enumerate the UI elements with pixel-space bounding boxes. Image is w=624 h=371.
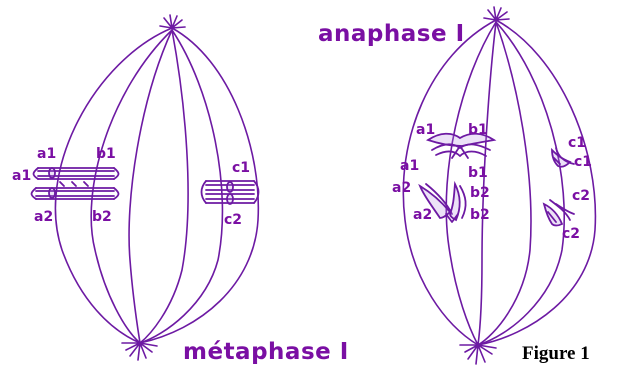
metaphase-top-pole-aster [160,15,185,28]
metaphase-label-a1-top: a1 [37,146,56,162]
anaphase-label-a1-top: a1 [416,122,435,138]
metaphase-label-b2: b2 [92,209,112,225]
metaphase-spindle-fibre-4 [140,30,222,343]
anaphase-spindle-fibre-1 [446,22,496,345]
metaphase-bivalent-c [202,181,259,204]
anaphase-label-b2-top: b2 [470,185,490,201]
anaphase-spindle-fibre-3 [478,22,531,345]
anaphase-label-a2-top: a2 [392,180,411,196]
anaphase-bottom-pole-aster [460,345,496,364]
anaphase-spindle-outline-right [478,20,595,345]
anaphase-label-a2-bottom: a2 [413,207,432,223]
anaphase-label-c1-top: c1 [568,135,586,151]
anaphase-title: anaphase I [318,21,465,47]
metaphase-bottom-pole-aster [122,343,157,360]
anaphase-label-b1-mid: b1 [468,165,488,181]
metaphase-label-a2: a2 [34,209,53,225]
metaphase-label-a1-left: a1 [12,168,31,184]
anaphase-label-a1-mid: a1 [400,158,419,174]
metaphase-title: métaphase I [183,339,349,365]
anaphase-label-c2-bottom: c2 [562,226,580,242]
metaphase-label-c1: c1 [232,160,250,176]
anaphase-label-b1-top: b1 [468,122,488,138]
figure-caption: Figure 1 [522,343,590,364]
anaphase-label-c1-right: c1 [574,154,592,170]
anaphase-spindle [403,7,595,364]
anaphase-chromosome-c2 [544,200,574,226]
metaphase-label-b1: b1 [96,146,116,162]
metaphase-label-c2: c2 [224,212,242,228]
metaphase-bivalent-ab [32,168,119,199]
metaphase-spindle-fibre-2 [129,30,172,343]
anaphase-spindle-fibre-2 [478,22,496,345]
anaphase-label-b2-bottom: b2 [470,207,490,223]
anaphase-label-c2-top: c2 [572,188,590,204]
metaphase-spindle-fibre-3 [140,30,188,343]
anaphase-top-pole-aster [484,7,509,20]
